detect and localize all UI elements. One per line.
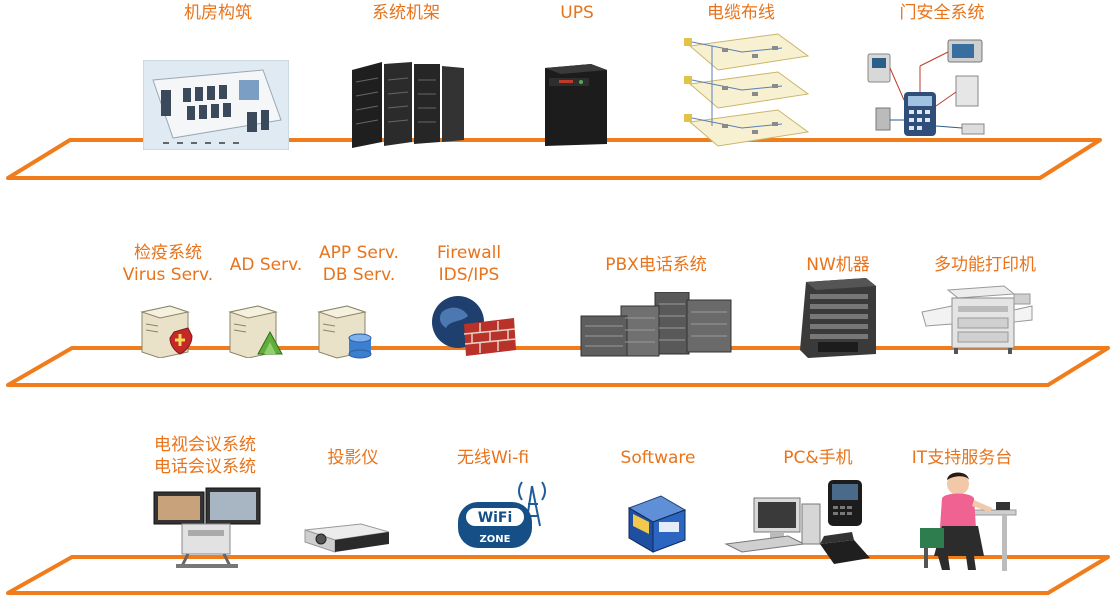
label-network-device: NW机器 [806, 255, 870, 275]
tier-2-platform [6, 346, 1110, 387]
pbx-system-icon [579, 292, 733, 360]
label-server-rack: 系统机架 [372, 3, 440, 23]
firewall-icon [428, 294, 520, 356]
svg-text:ZONE: ZONE [480, 534, 511, 545]
projector-icon [301, 520, 393, 556]
label-pbx: PBX电话系统 [605, 255, 707, 275]
video-conference-icon [152, 486, 262, 570]
server-room-icon [143, 60, 289, 150]
label-helpdesk: IT支持服务台 [911, 448, 1013, 468]
label-wifi: 无线Wi-fi [456, 448, 530, 468]
label-server-room: 机房构筑 [184, 3, 252, 23]
door-security-icon [864, 36, 996, 148]
wifi-zone-icon: WiFi ZONE [456, 474, 548, 550]
label-app-db-server: APP Serv.DB Serv. [319, 243, 399, 285]
label-cabling: 电缆布线 [707, 3, 775, 23]
software-box-icon [623, 494, 689, 554]
antivirus-server-icon [136, 302, 200, 358]
label-software: Software [620, 448, 696, 468]
label-door-security: 门安全系统 [899, 3, 985, 23]
ups-icon [541, 60, 611, 148]
app-db-server-icon [313, 302, 377, 360]
label-projector: 投影仪 [327, 448, 379, 468]
tier-3-platform [6, 555, 1110, 595]
helpdesk-operator-icon [912, 470, 1022, 576]
cabling-diagram-icon [682, 26, 812, 152]
label-video-conference: 电视会议系统电话会议系统 [154, 435, 256, 477]
svg-text:WiFi: WiFi [478, 510, 513, 526]
network-device-icon [796, 276, 880, 360]
label-pc-phone: PC&手机 [783, 448, 853, 468]
label-ups: UPS [560, 3, 594, 23]
label-ad-server: AD Serv. [229, 255, 303, 275]
ad-server-icon [224, 302, 288, 358]
multifunction-printer-icon [918, 284, 1034, 356]
pc-and-phone-icon [724, 478, 872, 568]
server-rack-icon [348, 62, 466, 148]
label-printer: 多功能打印机 [934, 255, 1036, 275]
